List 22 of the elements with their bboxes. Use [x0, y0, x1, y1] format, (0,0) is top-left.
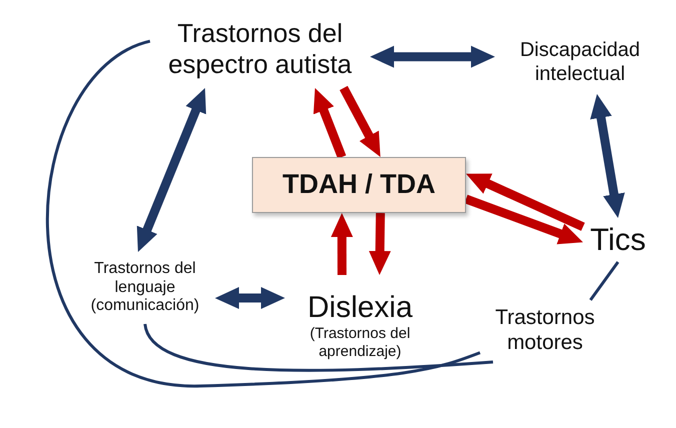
double-arrow	[215, 287, 285, 310]
connector-line	[144, 324, 494, 372]
double-arrow	[370, 46, 495, 68]
box-label: TDAH / TDA	[282, 169, 436, 201]
arrow	[313, 88, 346, 159]
double-arrow	[136, 88, 206, 252]
node-label: Trastornos del lenguaje (comunicación)	[90, 260, 200, 316]
arrow	[330, 213, 353, 276]
node-label: Trastornos motores	[494, 306, 596, 356]
connector-line	[46, 40, 481, 388]
arrow	[340, 86, 380, 157]
double-arrow	[590, 94, 625, 218]
process-box	[252, 157, 466, 213]
arrow	[368, 212, 391, 275]
node-label: Trastornos del espectro autista	[167, 18, 353, 80]
node-label: Discapacidad intelectual	[518, 39, 642, 87]
arrow	[464, 194, 583, 244]
connector-line	[589, 261, 620, 301]
node-label: Dislexia	[307, 290, 413, 325]
arrow	[466, 174, 585, 231]
node-label: Tics	[590, 222, 646, 258]
node-subtitle: (Trastornos del aprendizaje)	[308, 325, 412, 360]
